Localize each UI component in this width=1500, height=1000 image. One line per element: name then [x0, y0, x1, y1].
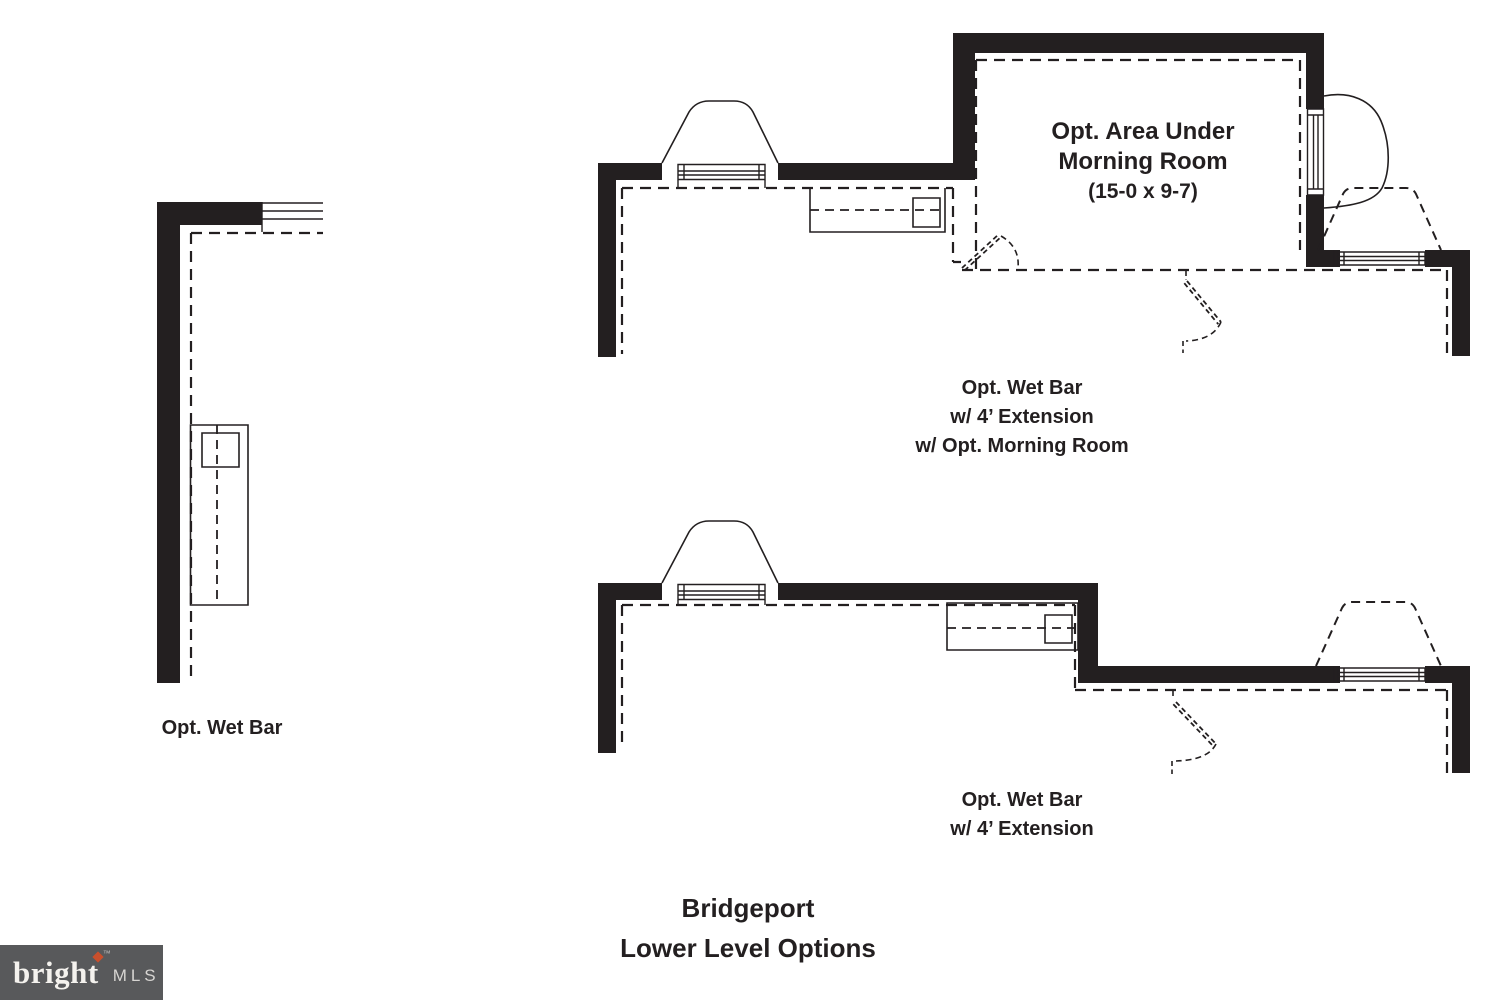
- walls: [157, 202, 262, 683]
- morning-room-label-line1: Opt. Area Under: [1051, 118, 1235, 145]
- morning-room-label: Opt. Area Under Morning Room (15-0 x 9-7…: [1051, 117, 1234, 207]
- bay-window-above-dashed: [1316, 602, 1441, 666]
- sink-icon: [202, 433, 239, 467]
- walls: [598, 583, 1470, 773]
- middle-plan-caption-line1: Opt. Wet Bar: [961, 789, 1083, 811]
- top-plan-caption-line2: w/ 4’ Extension: [950, 406, 1094, 428]
- morning-room-label-line2: Morning Room: [1058, 148, 1228, 175]
- sheet-title-line2: Lower Level Options: [620, 933, 876, 963]
- walls: [598, 33, 1470, 357]
- window-icon: [678, 109, 1429, 267]
- bay-window-above-dashed: [1318, 188, 1441, 250]
- wet-bar-extension-morning-room-floorplan-drawing: [598, 33, 1470, 357]
- wet-bar-extension-floorplan-drawing: [598, 510, 1470, 780]
- wet-bar-counter: [191, 425, 249, 605]
- left-plan-caption: Opt. Wet Bar: [162, 714, 283, 743]
- middle-plan-caption: Opt. Wet Bar w/ 4’ Extension: [950, 786, 1093, 844]
- bay-window-icon: [662, 521, 778, 583]
- areaway-curve: [1324, 95, 1388, 208]
- door-swing-icon: [1183, 271, 1221, 353]
- top-plan-caption-line3: w/ Opt. Morning Room: [915, 435, 1129, 457]
- wet-bar-floorplan-drawing: [157, 202, 340, 683]
- bay-window-icon: [662, 101, 778, 163]
- morning-room-dimensions: (15-0 x 9-7): [1088, 180, 1198, 203]
- wet-bar-counter: [810, 188, 945, 232]
- door-swing-icon: [962, 234, 1018, 271]
- dashed-foundation-lines: [622, 605, 1447, 773]
- wet-bar-counter: [947, 603, 1078, 650]
- door-swing-icon: [1172, 691, 1216, 774]
- sink-icon: [1045, 615, 1072, 643]
- logo-trademark: ™: [102, 949, 111, 958]
- middle-plan-caption-line2: w/ 4’ Extension: [950, 818, 1094, 840]
- dashed-foundation-lines: [622, 60, 1447, 354]
- window-icon: [262, 202, 323, 232]
- top-plan-caption-line1: Opt. Wet Bar: [961, 377, 1083, 399]
- sheet-title: Bridgeport Lower Level Options: [620, 888, 876, 968]
- top-plan-caption: Opt. Wet Bar w/ 4’ Extension w/ Opt. Mor…: [915, 374, 1128, 461]
- dashed-foundation-lines: [191, 233, 323, 681]
- window-icon: [678, 585, 1429, 684]
- sink-icon: [913, 198, 940, 227]
- sheet-title-line1: Bridgeport: [681, 893, 815, 923]
- left-plan-caption-line1: Opt. Wet Bar: [161, 717, 283, 739]
- logo-mls-text: MLS: [112, 965, 160, 985]
